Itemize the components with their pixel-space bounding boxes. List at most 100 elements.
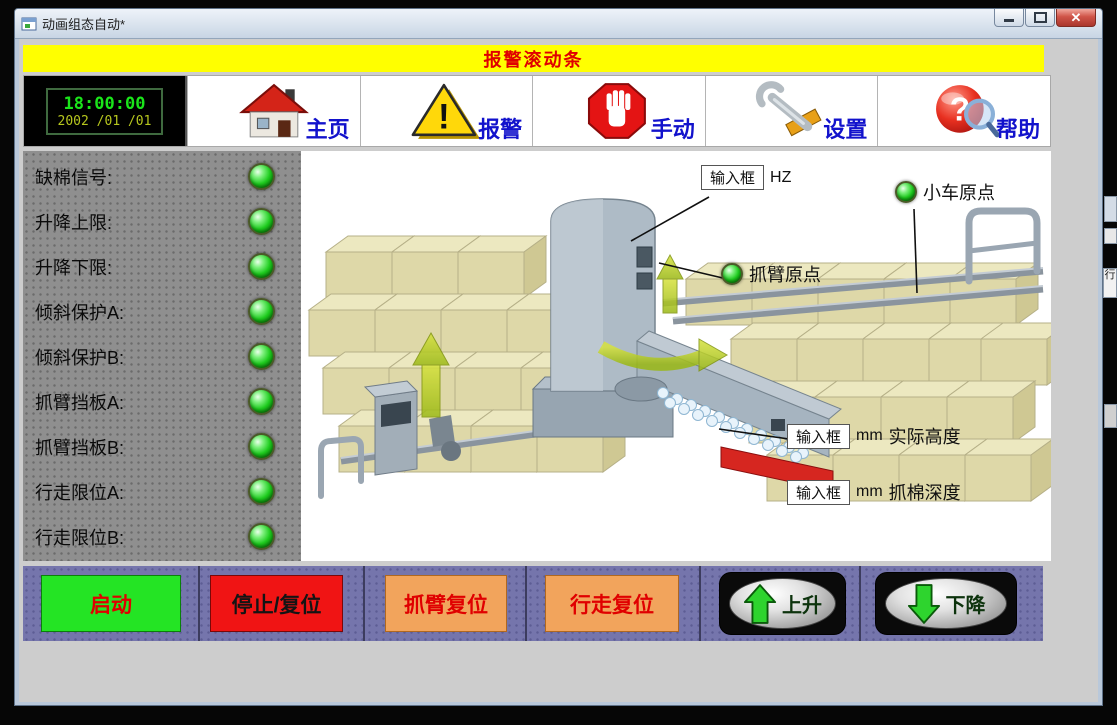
help-icon: ? (936, 85, 1000, 138)
background-window-fragment: 行 (1103, 268, 1117, 298)
status-row: 行走限位B: (23, 514, 301, 559)
actual-height-callout: 输入框 mm 实际高度 (787, 423, 961, 449)
travel-reset-button[interactable]: 行走复位 (545, 575, 679, 632)
frequency-unit: HZ (770, 168, 792, 186)
separator (198, 566, 200, 641)
clock-time: 18:00:00 (63, 93, 146, 114)
cart-origin-label: 小车原点 (923, 183, 995, 203)
status-row: 抓臂挡板A: (23, 379, 301, 424)
actual-height-input[interactable]: 输入框 (787, 423, 851, 449)
minimize-button[interactable] (994, 9, 1024, 27)
background-window-fragment (1104, 228, 1117, 244)
status-label: 缺棉信号: (35, 167, 113, 188)
stop-reset-button[interactable]: 停止/复位 (210, 575, 343, 632)
arm-origin-label: 抓臂原点 (749, 265, 821, 285)
grab-depth-unit: mm (856, 483, 883, 500)
status-label: 抓臂挡板B: (35, 437, 125, 458)
status-label: 行走限位A: (35, 482, 125, 503)
metal-bezel (885, 578, 1007, 629)
actual-height-unit: mm (856, 427, 883, 444)
toolbar: 18:00:00 2002 /01 /01 主页 (23, 75, 1051, 147)
window-title: 动画组态自动* (42, 17, 126, 32)
up-button[interactable]: 上升 (719, 572, 846, 635)
window-controls: ✕ (993, 9, 1096, 27)
nav-manual-button[interactable]: 手动 (532, 76, 705, 146)
close-button[interactable]: ✕ (1056, 9, 1096, 27)
status-row: 缺棉信号: (23, 154, 301, 199)
nav-alarm-button[interactable]: ! 报警 (359, 76, 533, 146)
nav-settings-button[interactable]: 设置 (704, 76, 878, 146)
hand-stop-icon (587, 83, 646, 139)
status-panel: 缺棉信号: 升降上限: 升降下限: 倾斜保护A: 倾斜保护B: 抓臂挡板A: 抓… (23, 151, 301, 561)
maximize-button[interactable] (1025, 9, 1055, 27)
arm-origin-led (721, 263, 743, 285)
frequency-callout: 输入框 HZ (701, 165, 791, 190)
grab-depth-input[interactable]: 输入框 (787, 479, 851, 505)
frequency-input[interactable]: 输入框 (701, 165, 765, 190)
metal-bezel (729, 578, 836, 629)
status-label: 抓臂挡板A: (35, 392, 125, 413)
led-indicator (248, 208, 275, 235)
nav-home-label: 主页 (305, 117, 350, 142)
nav-home-button[interactable]: 主页 (187, 76, 360, 146)
led-indicator (248, 433, 275, 460)
titlebar: 动画组态自动* ✕ (15, 9, 1102, 39)
separator (525, 566, 527, 641)
nav-settings-label: 设置 (823, 117, 868, 142)
status-label: 行走限位B: (35, 527, 125, 548)
arrow-down-icon (907, 583, 940, 624)
led-indicator (248, 388, 275, 415)
nav-alarm-label: 报警 (478, 117, 523, 142)
status-label: 升降下限: (35, 257, 113, 278)
led-indicator (248, 298, 275, 325)
status-label: 倾斜保护B: (35, 347, 125, 368)
svg-text:!: ! (438, 98, 450, 137)
cart-origin-led (895, 181, 917, 203)
led-indicator (248, 523, 275, 550)
grab-depth-callout: 输入框 mm 抓棉深度 (787, 479, 961, 505)
alarm-scroll-banner: 报警滚动条 (23, 45, 1044, 72)
up-label: 上升 (782, 595, 822, 617)
nav-manual-label: 手动 (650, 117, 695, 142)
status-row: 倾斜保护B: (23, 334, 301, 379)
background-window-fragment (1104, 404, 1117, 428)
status-row: 倾斜保护A: (23, 289, 301, 334)
led-indicator (248, 343, 275, 370)
minimize-icon (1004, 19, 1014, 22)
close-icon: ✕ (1070, 9, 1082, 25)
app-window: 动画组态自动* ✕ 报警滚动条 18:00:00 2002 /01 /01 (14, 8, 1103, 706)
app-icon (21, 17, 37, 30)
clock-display: 18:00:00 2002 /01 /01 (24, 76, 187, 146)
machine-view: 输入框 HZ 小车原点 抓臂原点 输入框 mm 实际高度 输入框 (301, 151, 1051, 561)
arm-reset-button[interactable]: 抓臂复位 (385, 575, 507, 632)
maximize-icon (1033, 12, 1047, 23)
cart-origin-callout: 小车原点 (895, 179, 995, 205)
down-label: 下降 (945, 595, 986, 617)
led-indicator (248, 253, 275, 280)
wrench-icon (755, 81, 822, 137)
status-row: 升降上限: (23, 199, 301, 244)
background-window-fragment (1104, 196, 1117, 222)
home-icon (238, 83, 309, 138)
grab-depth-label: 抓棉深度 (888, 483, 961, 503)
start-button[interactable]: 启动 (41, 575, 181, 632)
status-label: 升降上限: (35, 212, 113, 233)
alarm-icon: ! (411, 83, 481, 139)
arrow-up-icon (743, 583, 777, 624)
nav-help-button[interactable]: ? 帮助 (877, 76, 1050, 146)
control-bar: 启动 停止/复位 抓臂复位 行走复位 上升 (23, 566, 1043, 641)
led-indicator (248, 163, 275, 190)
down-button[interactable]: 下降 (875, 572, 1017, 635)
status-label: 倾斜保护A: (35, 302, 125, 323)
clock-date: 2002 /01 /01 (57, 113, 152, 129)
arm-origin-callout: 抓臂原点 (721, 261, 821, 287)
nav-help-label: 帮助 (995, 117, 1040, 142)
status-row: 抓臂挡板B: (23, 424, 301, 469)
separator (699, 566, 701, 641)
separator (859, 566, 861, 641)
hmi-screen: 报警滚动条 18:00:00 2002 /01 /01 (19, 39, 1098, 702)
status-row: 行走限位A: (23, 469, 301, 514)
led-indicator (248, 478, 275, 505)
actual-height-label: 实际高度 (888, 427, 961, 447)
